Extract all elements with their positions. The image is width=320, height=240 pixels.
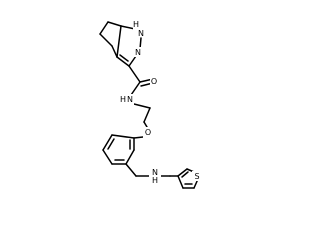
bonds [99, 21, 199, 189]
atom-label-nh-amide-h: H [120, 95, 126, 104]
bond-o-c1 [133, 136, 144, 139]
bond-c5-ch2 [125, 163, 137, 177]
bond-c6a-n1 [120, 25, 136, 30]
bond-c6-c6a [107, 21, 122, 27]
atom-label-o-ether: O [145, 128, 151, 137]
bond-c5-c6 [125, 149, 135, 165]
atom-label-bg-nh-ring [133, 20, 145, 37]
bond-c3-c3a-inner [119, 54, 129, 62]
bond-n-ch2a [133, 103, 151, 109]
atom-label-bg-nh-amine [149, 168, 161, 184]
atom-label-bg-s-thiophene [192, 171, 202, 181]
atom-label-bg-n-ring [134, 47, 143, 57]
atom-label-bg-o-carbonyl [150, 76, 159, 86]
molecule-structure-diagram: H N N O H N O N H S [99, 20, 202, 189]
bond-ch2a-ch2b [143, 107, 151, 123]
bond-c4-c5 [99, 33, 113, 47]
bond-n2-c3 [128, 55, 137, 67]
atom-label-o-carbonyl: O [151, 77, 157, 86]
atom-label-nh-amine-h: H [152, 176, 158, 185]
bond-ch2b-o [143, 121, 148, 128]
bond-c1-c2 [111, 134, 135, 139]
bond-c5-c6 [99, 21, 109, 35]
bond-benzene-inner-1 [107, 138, 115, 150]
atom-label-n-ring: N [135, 48, 141, 57]
bond-carbonyl-n [130, 81, 141, 96]
bond-c3-carbonyl [128, 65, 141, 83]
atom-label-nh-ring-h: H [133, 20, 139, 29]
atom-labels: H N N O H N O N H S [120, 20, 202, 185]
bond-th-c3-c2 [177, 168, 188, 177]
bond-c6a-c3a [116, 25, 122, 58]
bond-th-inner-1 [181, 171, 189, 178]
atom-label-s-thiophene: S [194, 172, 199, 181]
bond-c2-c3 [102, 134, 113, 151]
bond-th-c4-c3 [177, 175, 184, 189]
atom-label-bg-nh-amide [120, 94, 134, 105]
bond-c3-c4 [102, 149, 113, 165]
bond-c3a-c4 [111, 45, 118, 58]
atom-label-nh-amine-n: N [152, 168, 158, 177]
bond-c3-c3a [116, 56, 130, 67]
atom-label-bg-o-ether [143, 127, 153, 138]
atom-label-nh-amide-n: N [127, 95, 133, 104]
atom-label-nh-ring-n: N [138, 29, 144, 38]
